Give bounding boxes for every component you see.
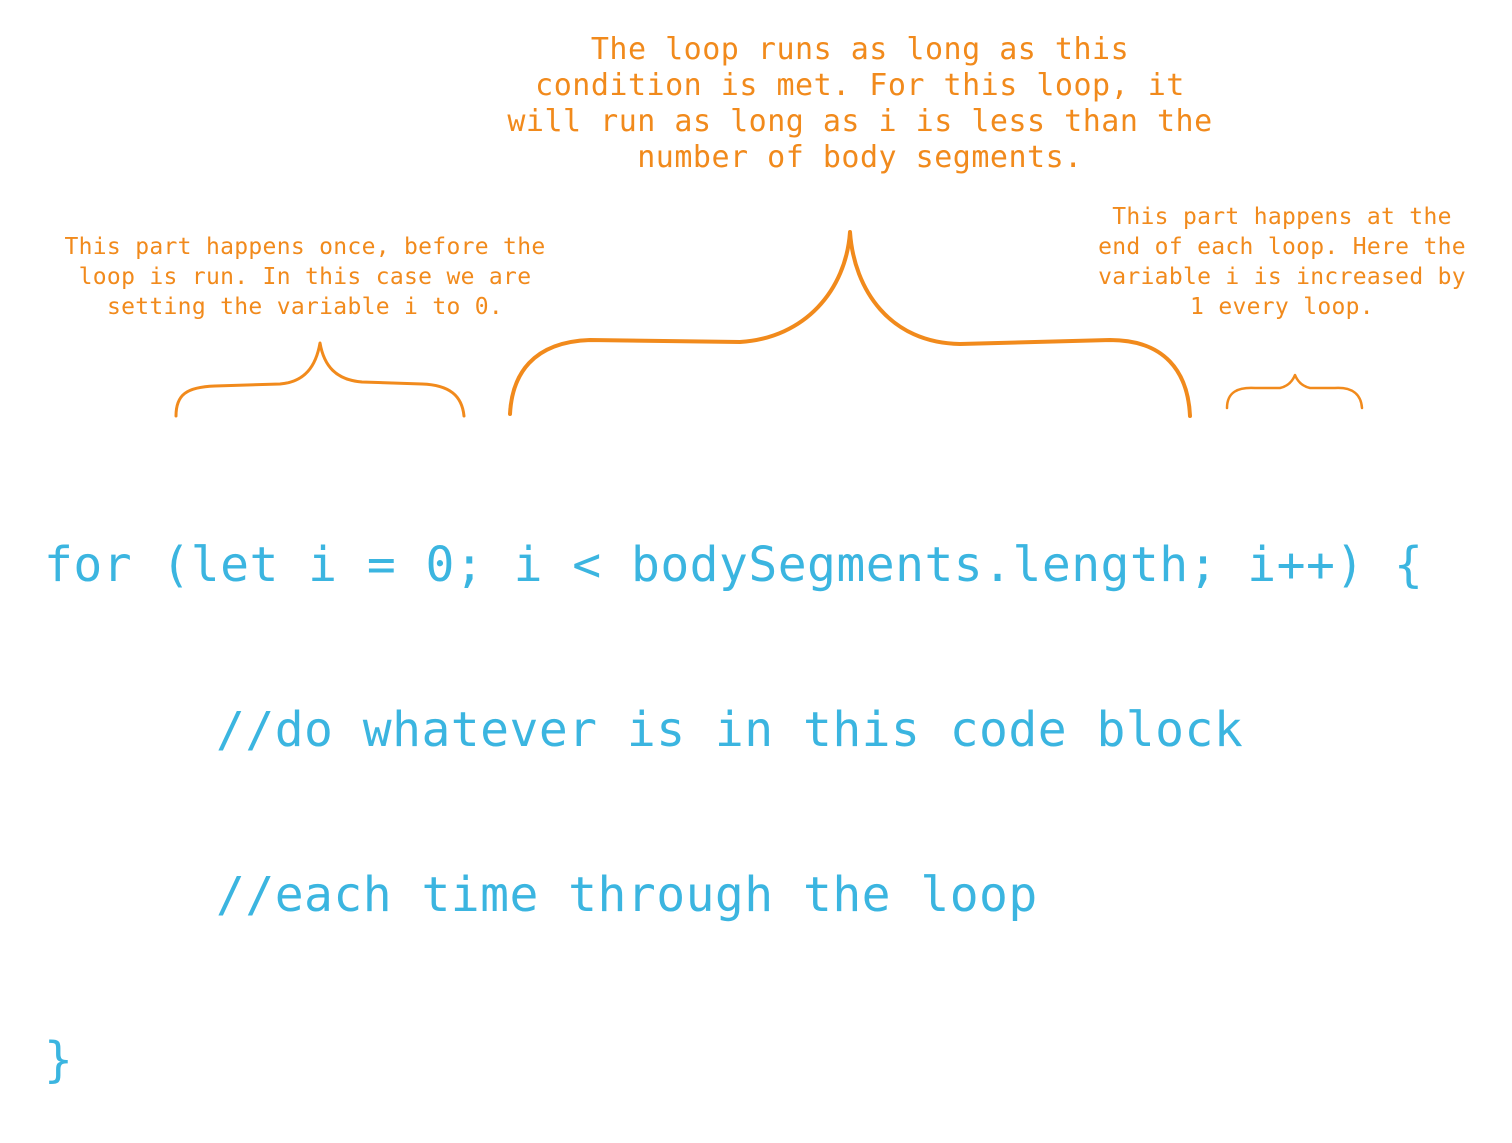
code-line-closing-brace: } <box>44 1032 74 1088</box>
code-line-for-statement: for (let i = 0; i < bodySegments.length;… <box>44 537 1424 593</box>
condition-annotation: The loop runs as long as this condition … <box>440 32 1280 176</box>
condition-annotation-line: condition is met. For this loop, it <box>535 68 1185 103</box>
condition-annotation-line: The loop runs as long as this <box>590 32 1130 67</box>
condition-annotation-line: number of body segments. <box>637 140 1083 175</box>
condition-annotation-line: will run as long as i is less than the <box>507 104 1213 139</box>
increment-brace <box>1225 373 1364 410</box>
initialization-annotation-line: This part happens once, before the <box>64 234 546 260</box>
initialization-annotation-line: setting the variable i to 0. <box>106 294 504 320</box>
initialization-annotation-line: loop is run. In this case we are <box>78 264 532 290</box>
code-line-comment: //do whatever is in this code block <box>216 702 1244 758</box>
increment-annotation: This part happens at the end of each loo… <box>1062 202 1502 322</box>
code-block: for (let i = 0; i < bodySegments.length;… <box>44 428 1423 1143</box>
initialization-annotation: This part happens once, before the loop … <box>20 232 590 322</box>
increment-annotation-line: variable i is increased by <box>1098 264 1466 290</box>
condition-brace <box>508 230 1192 418</box>
increment-annotation-line: 1 every loop. <box>1190 294 1374 320</box>
annotation-braces <box>174 230 1364 418</box>
increment-annotation-line: This part happens at the <box>1112 204 1452 230</box>
code-line-comment: //each time through the loop <box>216 867 1038 923</box>
initialization-brace <box>174 341 466 418</box>
increment-annotation-line: end of each loop. Here the <box>1098 234 1466 260</box>
